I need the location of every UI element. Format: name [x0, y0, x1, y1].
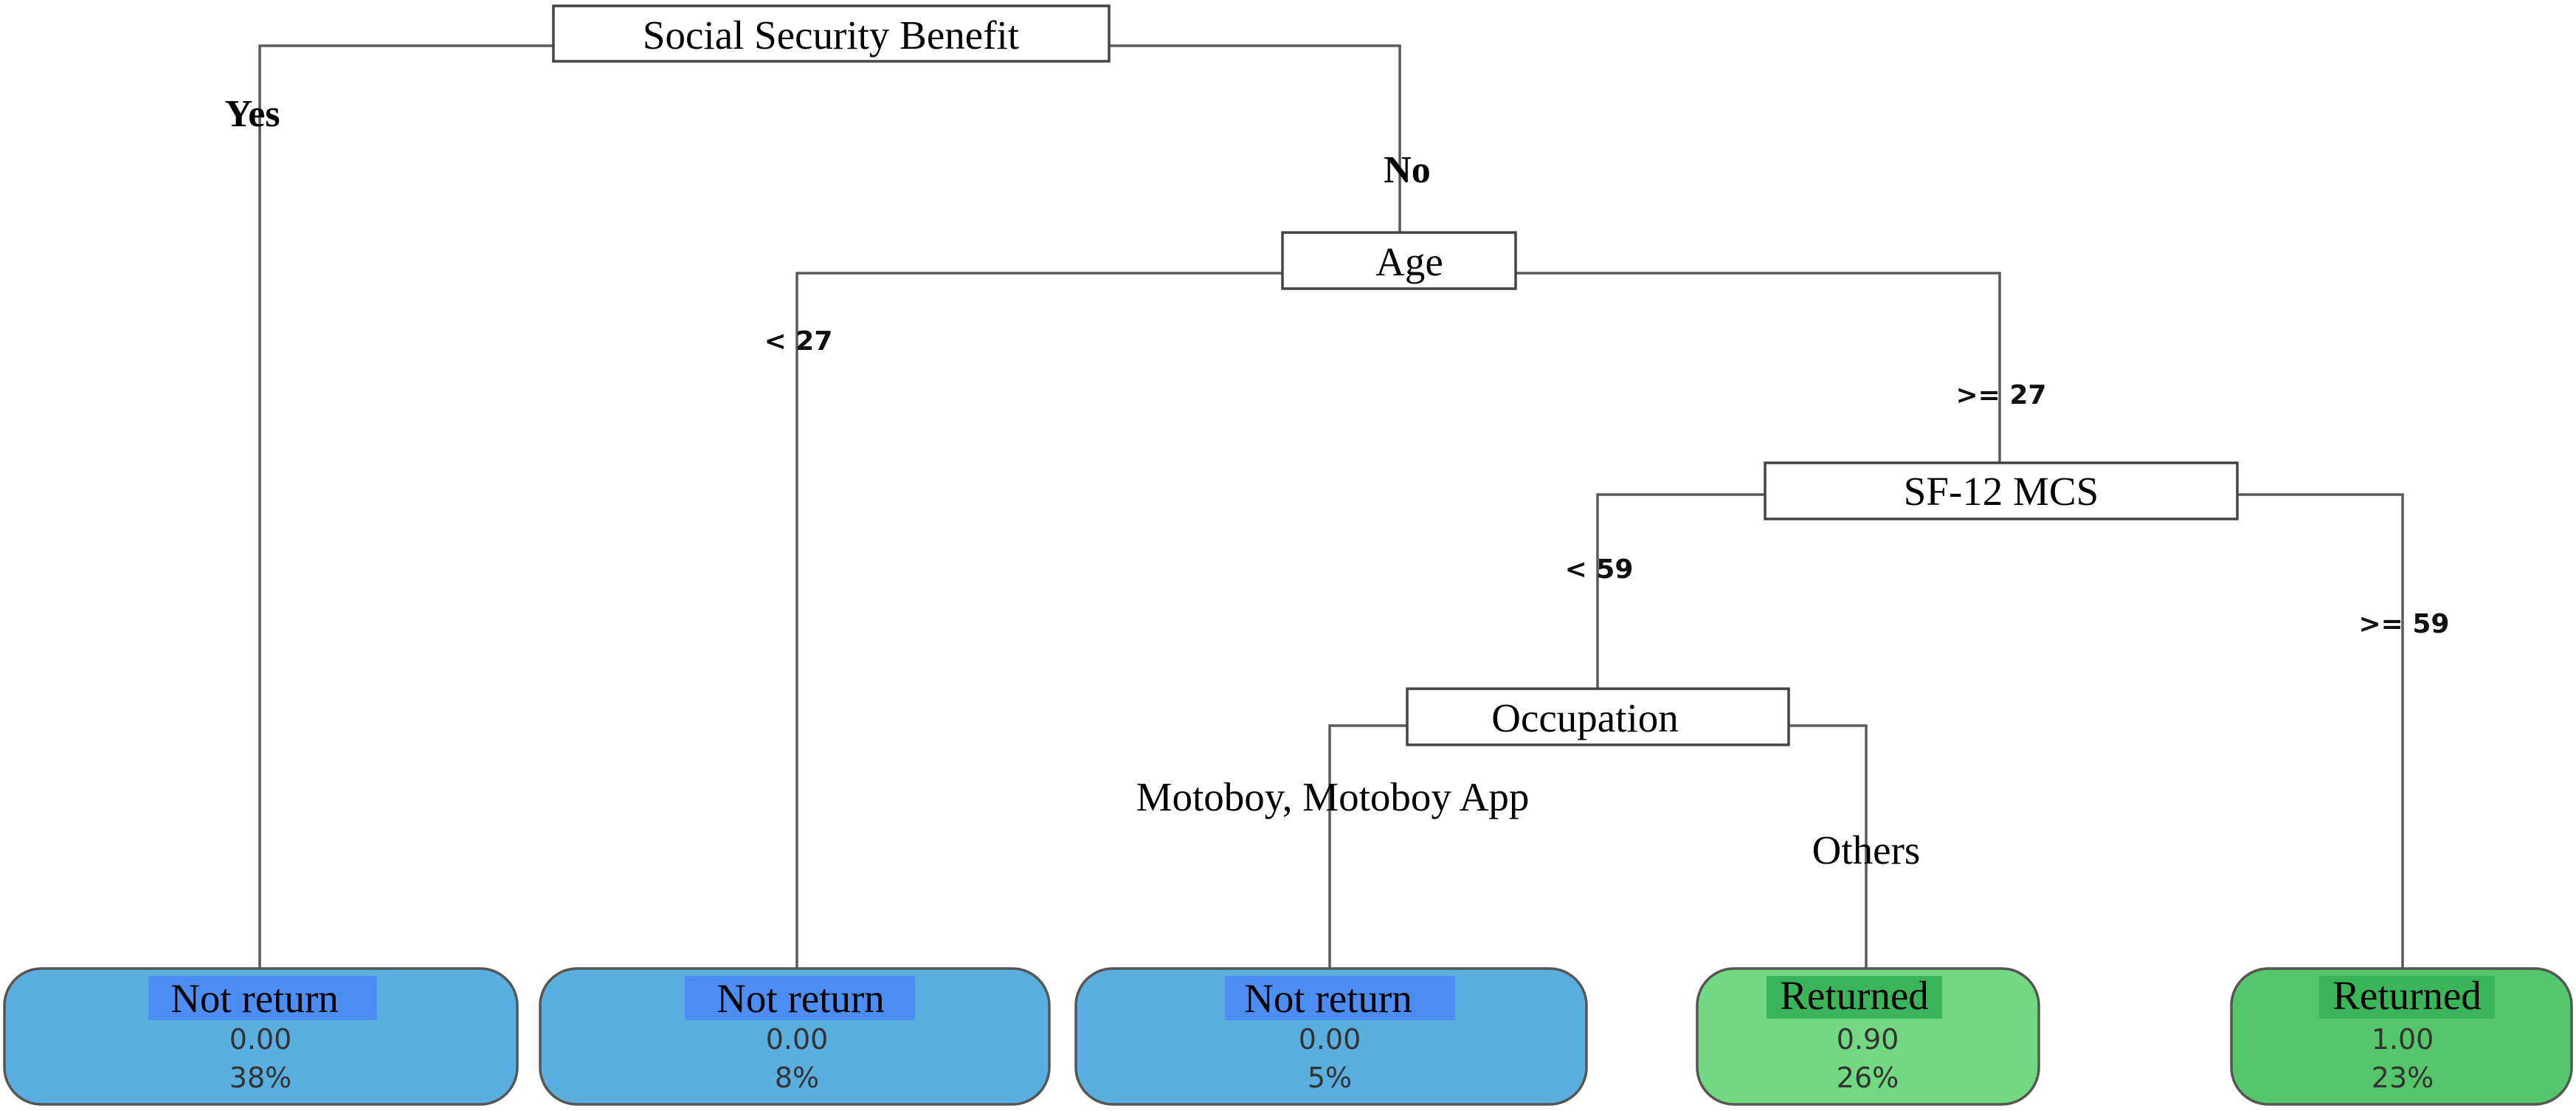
leaf-node-2: Not return 0.00 8% — [539, 967, 1051, 1106]
leaf-percent: 5% — [1308, 1062, 1352, 1094]
split-label-mcs: SF-12 MCS — [1904, 469, 2099, 514]
leaf-node-5: Returned 1.00 23% — [2230, 967, 2573, 1106]
edge-mcs-left — [1596, 493, 1765, 689]
leaf-value: 0.00 — [1299, 1023, 1361, 1056]
split-node-age: Age — [1281, 231, 1517, 290]
leaf-label-highlight — [1225, 976, 1455, 1020]
leaf-value: 0.00 — [766, 1023, 829, 1056]
branch-label-yes: Yes — [224, 93, 280, 135]
leaf-node-4: Returned 0.90 26% — [1696, 967, 2040, 1106]
tree-edges — [258, 44, 2404, 969]
split-label-occupation: Occupation — [1491, 695, 1679, 740]
leaf-label-highlight — [1767, 976, 1942, 1019]
leaf-label: Not return — [716, 976, 885, 1021]
edge-mcs-right — [2237, 493, 2404, 969]
branch-label-occ-moto: Motoboy, Motoboy App — [1136, 774, 1530, 819]
edge-occ-right — [1789, 724, 1868, 969]
branch-label-mcs-ge: >= 59 — [2359, 609, 2450, 639]
leaf-label: Returned — [1780, 973, 1929, 1018]
leaf-box — [539, 967, 1051, 1106]
edge-root-right — [1109, 44, 1401, 233]
branch-labels: Yes No < 27 >= 27 < 59 >= 59 Motoboy, Mo… — [224, 93, 2449, 873]
leaf-percent: 8% — [775, 1062, 819, 1094]
branch-label-age-lt: < 27 — [764, 326, 833, 357]
leaf-box — [1074, 967, 1588, 1106]
branch-label-mcs-lt: < 59 — [1565, 554, 1634, 585]
leaf-percent: 26% — [1837, 1062, 1899, 1094]
edge-root-left — [258, 44, 553, 969]
branch-label-occ-others: Others — [1812, 828, 1921, 873]
leaf-value: 1.00 — [2372, 1023, 2434, 1056]
leaf-label-highlight — [2319, 976, 2495, 1019]
split-node-occupation: Occupation — [1406, 687, 1790, 746]
leaf-value: 0.90 — [1837, 1023, 1899, 1056]
leaf-label: Not return — [170, 976, 339, 1021]
leaf-percent: 23% — [2372, 1062, 2434, 1094]
leaf-node-1: Not return 0.00 38% — [3, 967, 519, 1106]
edge-age-right — [1516, 272, 2001, 463]
branch-label-no: No — [1384, 149, 1431, 191]
leaf-label-highlight — [148, 976, 377, 1020]
leaf-box — [3, 967, 519, 1106]
edge-age-left — [795, 272, 1282, 969]
split-label-age: Age — [1375, 239, 1443, 284]
branch-label-age-ge: >= 27 — [1956, 380, 2047, 410]
leaf-percent: 38% — [229, 1062, 291, 1094]
edge-occ-left — [1328, 724, 1407, 969]
split-node-mcs: SF-12 MCS — [1764, 461, 2239, 520]
split-node-root: Social Security Benefit — [552, 4, 1111, 63]
leaf-label: Returned — [2332, 973, 2482, 1018]
leaf-value: 0.00 — [229, 1023, 292, 1056]
leaf-label-highlight — [685, 976, 915, 1020]
split-label-root: Social Security Benefit — [643, 13, 1019, 58]
leaf-label: Not return — [1244, 976, 1412, 1021]
leaf-node-3: Not return 0.00 5% — [1074, 967, 1588, 1106]
